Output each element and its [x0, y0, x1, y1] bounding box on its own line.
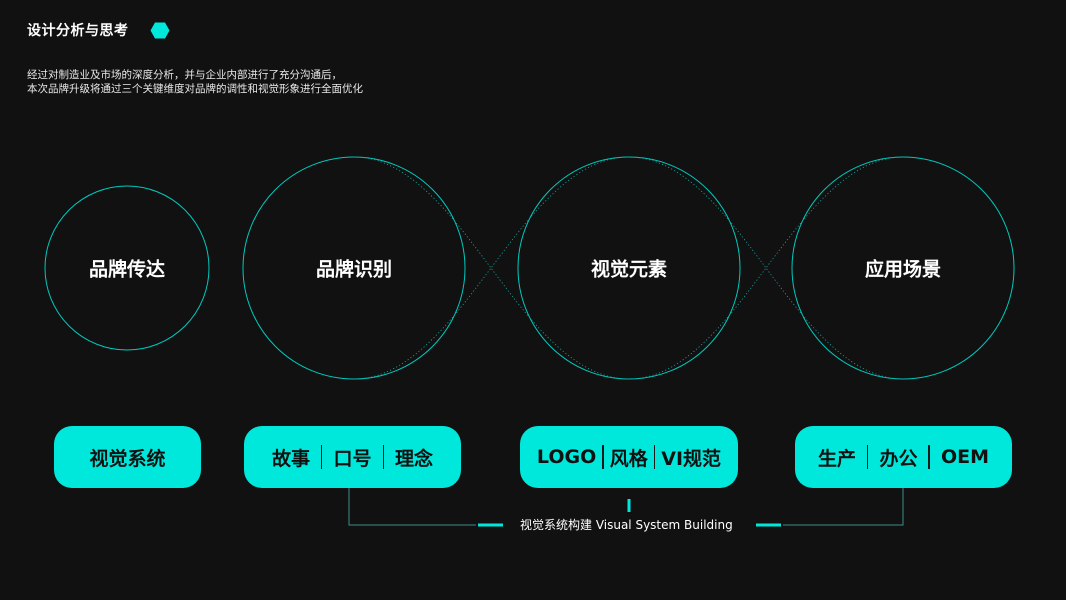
pill-segment: 办公: [879, 447, 918, 470]
pill-divider: [602, 445, 604, 469]
pill-visual-system: 视觉系统: [54, 426, 201, 488]
footer-caption: 视觉系统构建 Visual System Building: [520, 518, 733, 532]
page-title: 设计分析与思考: [27, 23, 129, 39]
pill-segment: VI规范: [661, 447, 722, 470]
pill-segment: 故事: [271, 447, 310, 470]
connector-arcs: [353, 156, 904, 380]
pill-production-office-oem: 生产 办公 OEM: [795, 426, 1012, 488]
pill-segment: OEM: [940, 446, 990, 468]
circle-label-brand-communication: 品牌传达: [88, 258, 166, 281]
hexagon-icon: [150, 22, 170, 39]
pill-divider: [866, 445, 869, 469]
description-line-2: 本次品牌升级将通过三个关键维度对品牌的调性和视觉形象进行全面优化: [27, 83, 363, 95]
pill-segment: 视觉系统: [89, 447, 166, 470]
pill-segment: 理念: [395, 447, 434, 470]
circle-label-visual-elements: 视觉元素: [590, 258, 668, 281]
circle-label-brand-identity: 品牌识别: [315, 258, 393, 281]
pill-segment: 风格: [609, 447, 648, 470]
pill-logo-style-vi: LOGO 风格 VI规范: [520, 426, 738, 488]
pill-story-slogan-concept: 故事 口号 理念: [244, 426, 461, 488]
pill-divider: [382, 445, 384, 469]
description-line-1: 经过对制造业及市场的深度分析，并与企业内部进行了充分沟通后，: [27, 69, 342, 81]
pill-segment: 口号: [333, 447, 372, 470]
pill-segment: LOGO: [536, 446, 597, 468]
pill-divider: [928, 445, 930, 469]
pill-divider: [653, 445, 656, 469]
bracket-connector: [348, 488, 904, 526]
pill-segment: 生产: [817, 447, 856, 470]
circle-label-application-scenarios: 应用场景: [864, 258, 942, 281]
circle-brand-communication: [44, 185, 210, 351]
pill-divider: [320, 445, 323, 469]
description: 经过对制造业及市场的深度分析，并与企业内部进行了充分沟通后， 本次品牌升级将通过…: [27, 68, 363, 96]
